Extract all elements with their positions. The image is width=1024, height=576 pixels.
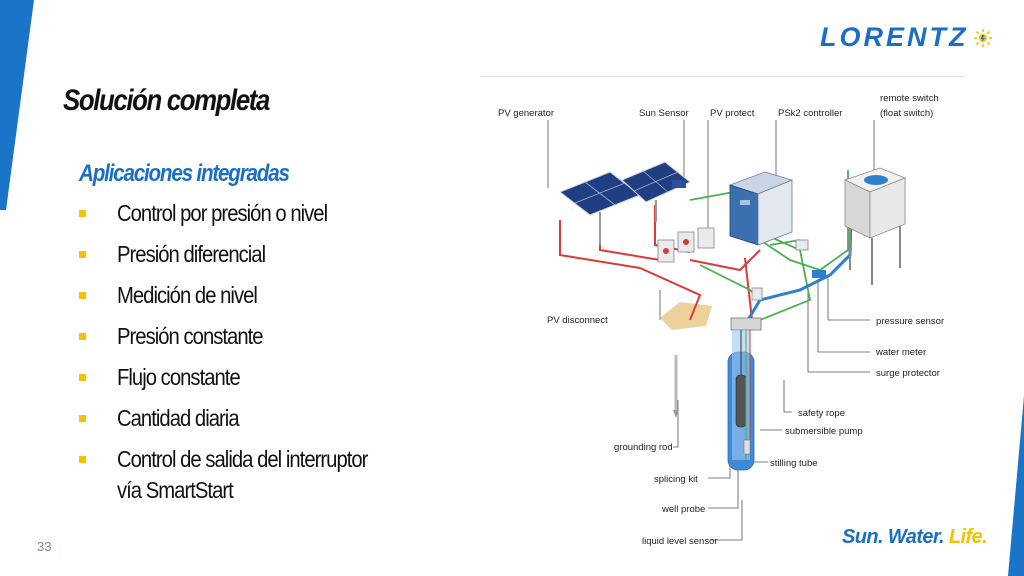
tagline-main: Sun. Water. <box>842 526 949 548</box>
slide-subtitle: Aplicaciones integradas <box>79 160 290 187</box>
label-safety-rope: safety rope <box>798 408 845 419</box>
header-divider <box>480 76 964 77</box>
label-pv-protect: PV protect <box>710 108 755 119</box>
bullet-list: Control por presión o nivel Presión dife… <box>79 198 402 508</box>
well <box>727 317 762 471</box>
tagline: Sun. Water. Life. <box>842 526 988 549</box>
logo-text: LORENTZ <box>820 22 969 52</box>
surge-protector-box <box>751 287 763 301</box>
bullet-item: Medición de nivel <box>79 280 402 321</box>
label-pv-generator: PV generator <box>498 108 554 119</box>
label-psk2-controller: PSk2 controller <box>778 108 842 119</box>
lorentz-logo: LORENTZ <box>820 22 993 53</box>
label-float-switch: (float switch) <box>880 108 933 119</box>
right-blue-stripe <box>1008 396 1024 576</box>
bullet-square-icon <box>79 374 86 381</box>
label-submersible-pump: submersible pump <box>785 426 863 437</box>
pv-generator <box>558 161 691 245</box>
grounding-rod <box>673 355 679 418</box>
label-water-meter: water meter <box>875 347 926 358</box>
left-blue-stripe <box>0 0 34 210</box>
bullet-item: Control por presión o nivel <box>79 198 402 239</box>
bullet-item: Flujo constante <box>79 362 402 403</box>
bullet-square-icon <box>79 415 86 422</box>
slide-title: Solución completa <box>63 84 270 117</box>
label-liquid-level-sensor: liquid level sensor <box>642 536 718 547</box>
bullet-square-icon <box>79 456 86 463</box>
label-pv-disconnect: PV disconnect <box>547 315 608 326</box>
bullet-item: Presión constante <box>79 321 402 362</box>
bullet-item: Control de salida del interruptor vía Sm… <box>79 444 402 508</box>
label-splicing-kit: splicing kit <box>654 474 698 485</box>
water-tank <box>843 167 907 285</box>
label-pressure-sensor: pressure sensor <box>876 316 944 327</box>
sun-icon <box>973 28 992 47</box>
label-surge-protector: surge protector <box>876 368 940 379</box>
water-meter <box>812 270 826 278</box>
bullet-item: Presión diferencial <box>79 239 402 280</box>
bullet-square-icon <box>79 251 86 258</box>
label-stilling-tube: stilling tube <box>770 458 818 469</box>
pv-disconnect-boxes <box>657 227 715 263</box>
bullet-square-icon <box>79 210 86 217</box>
page-number: 33 <box>37 539 52 554</box>
tagline-life: Life. <box>948 526 988 548</box>
psk2-controller <box>728 171 794 246</box>
label-remote-switch: remote switch <box>880 93 939 104</box>
label-grounding-rod: grounding rod <box>614 442 673 453</box>
solar-pump-system-diagram: PV generator Sun Sensor PV protect PSk2 … <box>498 93 944 547</box>
bullet-square-icon <box>79 333 86 340</box>
bullet-square-icon <box>79 292 86 299</box>
pressure-sensor-box <box>795 239 809 251</box>
ground-pad <box>660 302 712 330</box>
label-sun-sensor: Sun Sensor <box>639 108 689 119</box>
label-well-probe: well probe <box>661 504 705 515</box>
bullet-item: Cantidad diaria <box>79 403 402 444</box>
